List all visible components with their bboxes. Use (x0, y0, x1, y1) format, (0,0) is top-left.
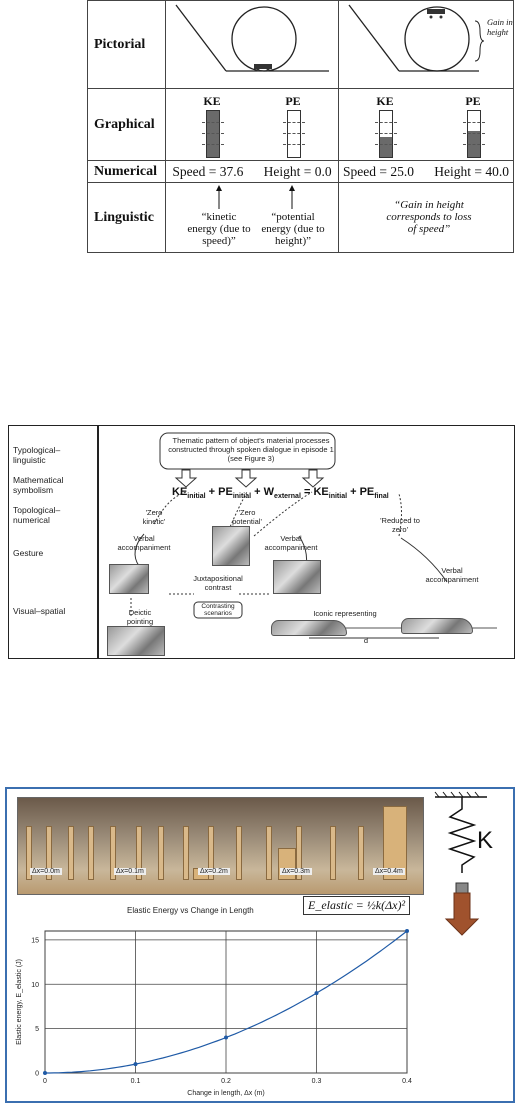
loop-track-bottom-illustration (175, 4, 329, 72)
height-value-a: Height = 0.0 (263, 163, 332, 179)
juxtapositional-contrast-label: Juxtapositional contrast (193, 574, 243, 592)
ke-bar-label-a: KE (203, 94, 221, 108)
level-typological-linguistic: Typological–linguistic (13, 445, 61, 465)
photo-label-4: Δx=0.4m (373, 868, 405, 875)
ke-bar-fill-a (207, 111, 219, 157)
height-value-b: Height = 40.0 (434, 163, 509, 179)
level-topological-numerical: Topological–numerical (13, 505, 61, 525)
contrasting-scenarios-label: Contrasting scenarios (201, 603, 235, 617)
representation-levels-column: Typological–linguistic Mathematical symb… (9, 426, 99, 658)
eq-w-external: W (263, 486, 275, 498)
photo-label-2: Δx=0.2m (198, 868, 230, 875)
y-tick-label: 10 (31, 982, 39, 989)
numerical-state-b: Speed = 25.0 Height = 40.0 (338, 160, 514, 183)
graphical-state-b: KE PE (338, 88, 514, 161)
distance-d-label: d (363, 636, 369, 645)
verbal-accompaniment-label-3: Verbal accompaniment (425, 566, 479, 584)
pictorial-state-a (165, 0, 339, 89)
chart-title: Elastic Energy vs Change in Length (127, 906, 254, 915)
pe-bar-a (283, 110, 305, 158)
figure-representations-table: Pictorial Gain (87, 0, 514, 253)
linguistic-state-b: “Gain in height corresponds to loss of s… (338, 182, 514, 253)
data-point (133, 1062, 138, 1067)
figure-elastic-energy: Δx=0.0m Δx=0.1m Δx=0.2m Δx=0.3m Δx=0.4m … (5, 787, 515, 1103)
data-point (314, 991, 319, 996)
gesture-hand-photo-right (273, 560, 321, 594)
data-point (43, 1071, 47, 1075)
spring-constant-label: K (477, 827, 494, 854)
eq-ke-initial: KE (172, 486, 188, 498)
row-label-pictorial: Pictorial (87, 0, 166, 89)
ke-bar-a (202, 110, 224, 158)
linguistic-state-a: “kinetic energy (due to speed)” “potenti… (165, 182, 339, 253)
ke-bar-fill-b (380, 136, 392, 157)
photo-label-1: Δx=0.1m (114, 868, 146, 875)
thematic-pattern-box: Thematic pattern of object's material pr… (168, 436, 334, 463)
data-point (405, 929, 409, 933)
x-tick-label: 0.4 (402, 1078, 412, 1085)
energy-equation: KEinitial + PEinitial + Wexternal = KEin… (172, 486, 389, 501)
level-gesture: Gesture (13, 548, 44, 558)
pe-linguistic-note: “potential energy (due to height)” (261, 211, 325, 247)
domino-stretch-photo: Δx=0.0m Δx=0.1m Δx=0.2m Δx=0.3m Δx=0.4m (17, 797, 424, 895)
x-tick-label: 0 (43, 1078, 47, 1085)
gesture-hand-photo-left (109, 564, 149, 594)
car-photo-left (271, 620, 347, 636)
speed-value-b: Speed = 25.0 (343, 163, 414, 179)
elastic-formula: E_elastic = ½k(Δx)² (303, 896, 411, 915)
y-tick-label: 0 (35, 1071, 39, 1078)
row-label-linguistic: Linguistic (87, 182, 166, 253)
graphical-state-a: KE PE (165, 88, 339, 161)
reduced-to-zero-label: 'Reduced to zero' (380, 516, 420, 534)
x-tick-label: 0.2 (221, 1078, 231, 1085)
gesture-hands-photo (212, 526, 250, 566)
eq-pe-initial: PE (218, 486, 233, 498)
data-point (224, 1035, 228, 1040)
ke-bar-b (375, 110, 397, 158)
gain-linguistic-note: “Gain in height corresponds to loss of s… (386, 199, 472, 235)
iconic-representing-label: Iconic representing (313, 609, 377, 618)
level-mathematical-symbolism: Mathematical symbolism (13, 475, 64, 495)
spring-mass-drawing (434, 791, 487, 936)
ke-bar-label-b: KE (376, 94, 394, 108)
pe-bar-label-b: PE (465, 94, 481, 108)
x-tick-label: 0.3 (312, 1078, 322, 1085)
zero-potential-label: 'Zero potential' (232, 508, 262, 526)
level-visual-spatial: Visual–spatial (13, 606, 66, 616)
pe-bar-label-a: PE (285, 94, 301, 108)
numerical-state-a: Speed = 37.6 Height = 0.0 (165, 160, 339, 183)
photo-label-0: Δx=0.0m (30, 868, 62, 875)
speed-value-a: Speed = 37.6 (172, 163, 244, 179)
zero-kinetic-label: 'Zero kinetic' (142, 508, 166, 526)
photo-label-3: Δx=0.3m (280, 868, 312, 875)
row-label-graphical: Graphical (87, 88, 166, 161)
loop-track-top-illustration (348, 4, 485, 72)
car-photo-right (401, 618, 473, 634)
eq-ke-final: KE (313, 486, 329, 498)
deictic-pointing-label: Deictic pointing (126, 608, 154, 626)
verbal-accompaniment-label-1: Verbal accompaniment (117, 534, 171, 552)
eq-pe-final: PE (359, 486, 375, 498)
ke-linguistic-note: “kinetic energy (due to speed)” (187, 211, 251, 247)
y-tick-label: 15 (31, 937, 39, 944)
verbal-accompaniment-label-2: Verbal accompaniment (264, 534, 318, 552)
deictic-pointing-photo (107, 626, 165, 656)
row-label-numerical: Numerical (87, 160, 166, 183)
x-axis-label: Change in length, Δx (m) (187, 1090, 264, 1097)
pe-bar-b (463, 110, 485, 158)
figure-multimodal-diagram: Typological–linguistic Mathematical symb… (8, 425, 515, 659)
pictorial-state-b: Gain in height (338, 0, 514, 89)
y-axis-label: Elastic energy, E_elastic (J) (16, 959, 23, 1045)
x-tick-label: 0.1 (131, 1078, 141, 1085)
gain-in-height-annotation: Gain in height (487, 17, 513, 37)
y-tick-label: 5 (35, 1026, 39, 1033)
